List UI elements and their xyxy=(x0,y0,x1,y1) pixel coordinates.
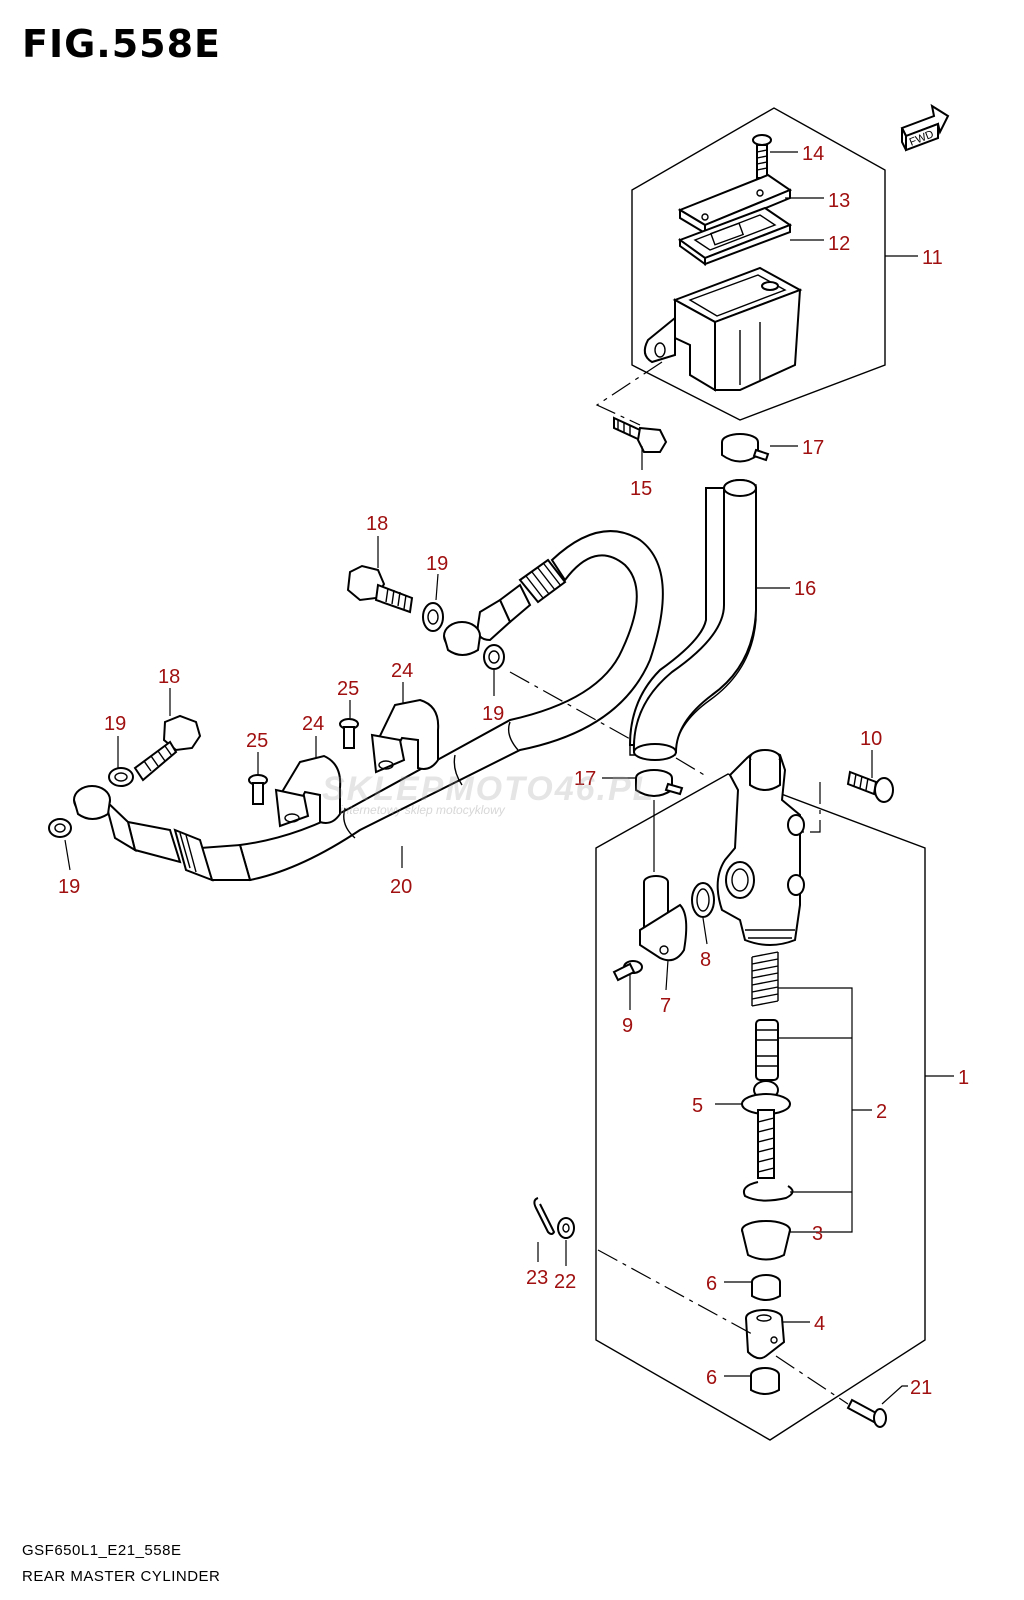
bracket-screw-right[interactable] xyxy=(339,718,359,749)
callout-10: 10 xyxy=(860,728,882,750)
figure-code: GSF650L1_E21_558E xyxy=(22,1542,182,1559)
clevis-pin-guide-lower xyxy=(775,1355,849,1405)
callout-2: 2 xyxy=(876,1101,887,1123)
reservoir-mount-bolt[interactable] xyxy=(613,416,668,453)
reservoir-hose-joint[interactable] xyxy=(639,875,688,962)
callout-1: 1 xyxy=(958,1067,969,1089)
callout-12: 12 xyxy=(828,233,850,255)
callout-5: 5 xyxy=(692,1095,703,1117)
fwd-arrow-icon: FWD xyxy=(900,103,950,152)
callout-14: 14 xyxy=(802,143,824,165)
lock-nut-upper[interactable] xyxy=(751,1274,781,1301)
callout-8: 8 xyxy=(700,949,711,971)
cylinder-mount-bolt[interactable] xyxy=(846,770,894,803)
callout-23: 23 xyxy=(526,1267,548,1289)
union-bolt-lower[interactable] xyxy=(133,714,202,782)
push-rod[interactable] xyxy=(741,1080,791,1179)
callout-24-right: 24 xyxy=(391,660,413,682)
callout-16: 16 xyxy=(794,578,816,600)
union-bolt-upper[interactable] xyxy=(346,564,414,614)
figure-title: FIG.558E xyxy=(22,22,222,66)
return-spring[interactable] xyxy=(751,951,779,1007)
callout-21: 21 xyxy=(910,1377,932,1399)
hose-clamp-guide xyxy=(675,757,707,777)
clevis-pin[interactable] xyxy=(846,1398,887,1428)
callout-19-upper: 19 xyxy=(426,553,448,575)
callout-20: 20 xyxy=(390,876,412,898)
reservoir-diaphragm[interactable] xyxy=(677,206,793,266)
gasket-washer-c[interactable] xyxy=(108,767,134,787)
joint-screw[interactable] xyxy=(612,960,643,982)
clevis[interactable] xyxy=(745,1309,786,1360)
reservoir-body[interactable] xyxy=(643,266,803,392)
reservoir-cap-screw[interactable] xyxy=(752,134,772,179)
callout-19-mid: 19 xyxy=(482,703,504,725)
lock-nut-lower[interactable] xyxy=(750,1367,780,1395)
callout-7: 7 xyxy=(660,995,671,1017)
reservoir-mount-guide xyxy=(595,361,663,426)
callout-9: 9 xyxy=(622,1015,633,1037)
callout-6-upper: 6 xyxy=(706,1273,717,1295)
reservoir-group-outline xyxy=(631,107,886,421)
reservoir-hose[interactable] xyxy=(628,479,757,761)
dust-boot[interactable] xyxy=(741,1220,791,1261)
callout-22: 22 xyxy=(554,1271,576,1293)
callout-11: 11 xyxy=(922,247,943,269)
hose-clamp-upper[interactable] xyxy=(721,433,770,463)
figure-name: REAR MASTER CYLINDER xyxy=(22,1568,221,1585)
hose-clamp-bracket-right[interactable] xyxy=(370,698,440,774)
hose-banjo-guide xyxy=(509,671,633,741)
callout-17-upper: 17 xyxy=(802,437,824,459)
clevis-washer[interactable] xyxy=(557,1217,575,1239)
callout-19-left: 19 xyxy=(104,713,126,735)
gasket-washer-a[interactable] xyxy=(422,602,444,632)
gasket-washer-b[interactable] xyxy=(483,644,505,670)
callout-19-far-left: 19 xyxy=(58,876,80,898)
callout-13: 13 xyxy=(828,190,850,212)
callout-25-left: 25 xyxy=(246,730,268,752)
watermark-main-text: SKLEPMOTO46.PL xyxy=(322,770,656,808)
cotter-pin[interactable] xyxy=(533,1197,556,1235)
callout-18-lower: 18 xyxy=(158,666,180,688)
brake-hose[interactable] xyxy=(103,530,664,882)
clevis-pin-guide-upper xyxy=(597,1249,753,1335)
master-cylinder-body[interactable] xyxy=(716,749,805,946)
figure-footer: GSF650L1_E21_558E REAR MASTER CYLINDER xyxy=(22,1538,220,1590)
leader-lines xyxy=(64,151,954,1405)
piston-assembly[interactable] xyxy=(755,1019,779,1081)
banjo-fitting-lower[interactable] xyxy=(73,785,111,820)
callout-25-right: 25 xyxy=(337,678,359,700)
circlip[interactable] xyxy=(742,1181,794,1202)
hose-clamp-bracket-left[interactable] xyxy=(274,754,342,828)
callout-15: 15 xyxy=(630,478,652,500)
callout-18-upper: 18 xyxy=(366,513,388,535)
callout-3: 3 xyxy=(812,1223,823,1245)
callout-6-lower: 6 xyxy=(706,1367,717,1389)
callout-17-lower: 17 xyxy=(574,768,596,790)
watermark: SKLEPMOTO46.PL internetowy sklep motocyk… xyxy=(322,770,655,817)
gasket-washer-d[interactable] xyxy=(48,818,72,838)
callout-24-left: 24 xyxy=(302,713,324,735)
banjo-fitting-upper[interactable] xyxy=(443,621,481,656)
o-ring[interactable] xyxy=(691,882,715,918)
callout-4: 4 xyxy=(814,1313,825,1335)
bracket-screw-left[interactable] xyxy=(248,774,268,805)
cylinder-bolt-guide xyxy=(800,782,821,833)
master-cylinder-group-outline xyxy=(595,773,926,1441)
watermark-sub-text: internetowy sklep motocyklowy xyxy=(340,803,505,817)
hose-clamp-lower[interactable] xyxy=(635,769,684,797)
